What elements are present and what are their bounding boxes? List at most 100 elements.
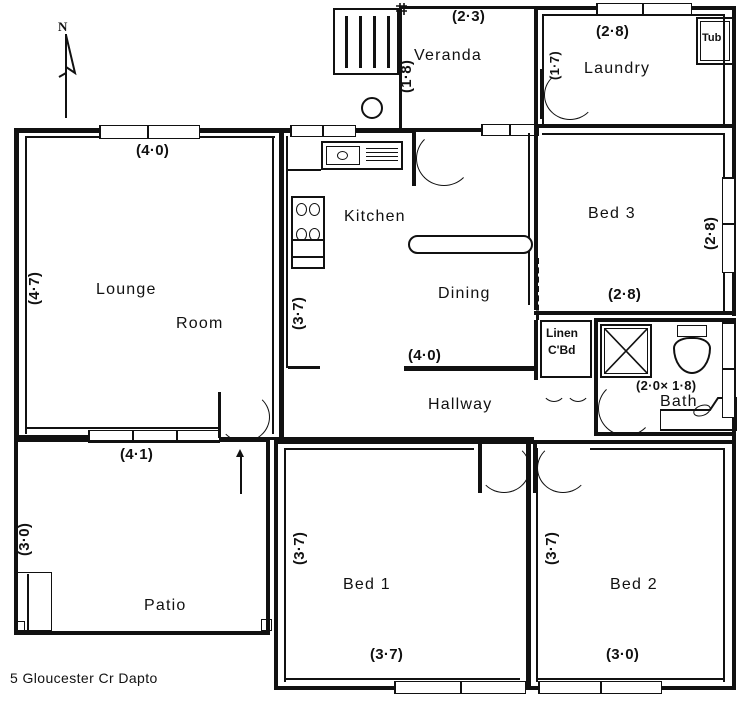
lounge-wall-right <box>279 128 284 440</box>
room-label-hallway: Hallway <box>428 396 493 413</box>
room-label-kitchen: Kitchen <box>344 208 406 225</box>
bath-window-east <box>722 322 735 418</box>
dining-door-swing <box>416 131 472 186</box>
bed3-wall-top <box>534 124 736 128</box>
veranda-step-hatch <box>359 16 362 68</box>
bed2-inner-wall-top <box>590 448 724 450</box>
kitchen-oven <box>291 239 325 269</box>
linen-door-swing-left <box>542 378 566 402</box>
kitchen-wall-left <box>286 136 288 368</box>
kitchen-sink-bench <box>321 141 403 170</box>
room-label-bath: Bath <box>660 393 698 410</box>
linen-door-swing-right <box>566 378 590 402</box>
bed2-window-south <box>538 681 662 694</box>
lounge-inner-wall-left <box>25 136 27 434</box>
bed2-wall-right <box>732 440 736 690</box>
dim-lounge-top: (4·0) <box>136 142 170 159</box>
patio-corner-notch <box>261 619 272 631</box>
laundry-tub-outer <box>696 17 734 65</box>
bath-door-swing <box>598 381 654 436</box>
lounge-window-north <box>99 125 200 139</box>
lounge-inner-wall-bottom <box>25 427 220 429</box>
bath-shower-x-icon <box>604 328 648 374</box>
dining-bed3-partition-dashed <box>536 258 539 320</box>
kitchen-cooktop <box>291 196 325 258</box>
entry-arrow-shaft <box>240 456 242 494</box>
north-arrow-shaft <box>65 34 67 118</box>
bed2-wall-left <box>526 440 531 690</box>
dim-lounge-bottom: (4·1) <box>120 446 154 463</box>
dim-veranda-left: (1·8) <box>398 59 415 93</box>
bed1-window-south <box>394 681 526 694</box>
veranda-step-hatch <box>373 16 376 68</box>
linen-wall-left <box>534 320 538 380</box>
bed2-wall-top <box>526 440 736 444</box>
laundry-tub-label: Tub <box>702 32 722 44</box>
room-label-lounge-line2: Room <box>176 315 224 332</box>
bath-wall-left <box>594 318 598 436</box>
bed2-inner-wall-bottom <box>536 678 724 680</box>
bed3-window-east <box>722 177 735 273</box>
bed1-wall-left <box>274 440 278 690</box>
patio-step-box <box>14 572 52 631</box>
room-label-dining: Dining <box>438 285 491 302</box>
bed3-inner-wall-left <box>528 133 530 305</box>
dim-bed1-left: (3·7) <box>291 531 308 565</box>
hallway-wall-upper <box>404 366 534 371</box>
room-label-lounge-line1: Lounge <box>96 281 157 298</box>
room-label-bed1: Bed 1 <box>343 576 391 593</box>
laundry-wall-left <box>534 6 538 128</box>
bed1-door-swing <box>478 443 530 493</box>
north-label: N <box>58 19 68 34</box>
bed2-door-swing <box>537 443 589 493</box>
kitchen-burner <box>296 203 307 216</box>
laundry-inner-wall-top <box>542 14 724 16</box>
dim-kitchen-left: (3·7) <box>290 296 307 330</box>
dim-patio-left: (3·0) <box>16 522 33 556</box>
veranda-step-hatch <box>345 16 348 68</box>
kitchen-bench-edge <box>288 169 321 171</box>
bed2-inner-wall-right <box>723 448 725 682</box>
dim-veranda-top: (2·3) <box>452 8 486 25</box>
lounge-door-swing <box>218 392 270 442</box>
veranda-post-line <box>399 6 402 128</box>
bed1-wall-top <box>274 440 530 444</box>
laundry-window-north <box>596 3 692 15</box>
bed1-inner-wall-bottom <box>284 678 520 680</box>
bath-shower-inner <box>604 328 648 374</box>
dining-bench-bar <box>408 235 533 254</box>
kitchen-sink-bowl-box <box>326 146 360 165</box>
dim-bed2-left: (3·7) <box>543 531 560 565</box>
room-label-laundry: Laundry <box>584 60 651 77</box>
room-label-veranda: Veranda <box>414 47 483 64</box>
dining-bed3-partition <box>534 128 538 260</box>
bed2-door-leaf <box>533 443 537 493</box>
plan-caption: 5 Gloucester Cr Dapto <box>10 670 158 686</box>
linen-label-line2: C'Bd <box>548 343 576 357</box>
bed3-wall-bottom <box>534 311 736 315</box>
veranda-wall-top <box>399 6 534 9</box>
kitchen-bench-lower <box>288 366 320 369</box>
dim-lounge-left: (4·7) <box>26 271 43 305</box>
patio-step-corner <box>15 621 25 631</box>
bath-vanity-icon <box>660 397 737 431</box>
kitchen-drain-line <box>366 156 398 158</box>
bath-wall-bottom <box>594 432 736 436</box>
room-label-bed3: Bed 3 <box>588 205 636 222</box>
patio-wall-top <box>14 440 270 442</box>
patio-step-divider <box>27 574 29 630</box>
laundry-wall-right <box>732 6 736 128</box>
bath-door-leaf <box>594 381 598 436</box>
dim-hallway: (4·0) <box>408 347 442 364</box>
laundry-inner-wall-right <box>723 14 725 128</box>
dim-bed2-bottom: (3·0) <box>606 646 640 663</box>
room-label-patio: Patio <box>144 597 187 614</box>
laundry-door-leaf <box>540 69 544 119</box>
kitchen-drain-line <box>366 152 398 154</box>
hallway-wall-south <box>220 437 534 440</box>
entry-arrow-head <box>236 449 244 457</box>
dining-wall-top <box>410 128 535 132</box>
north-arrow-flag <box>58 34 77 78</box>
bath-shower-outer <box>600 324 652 378</box>
